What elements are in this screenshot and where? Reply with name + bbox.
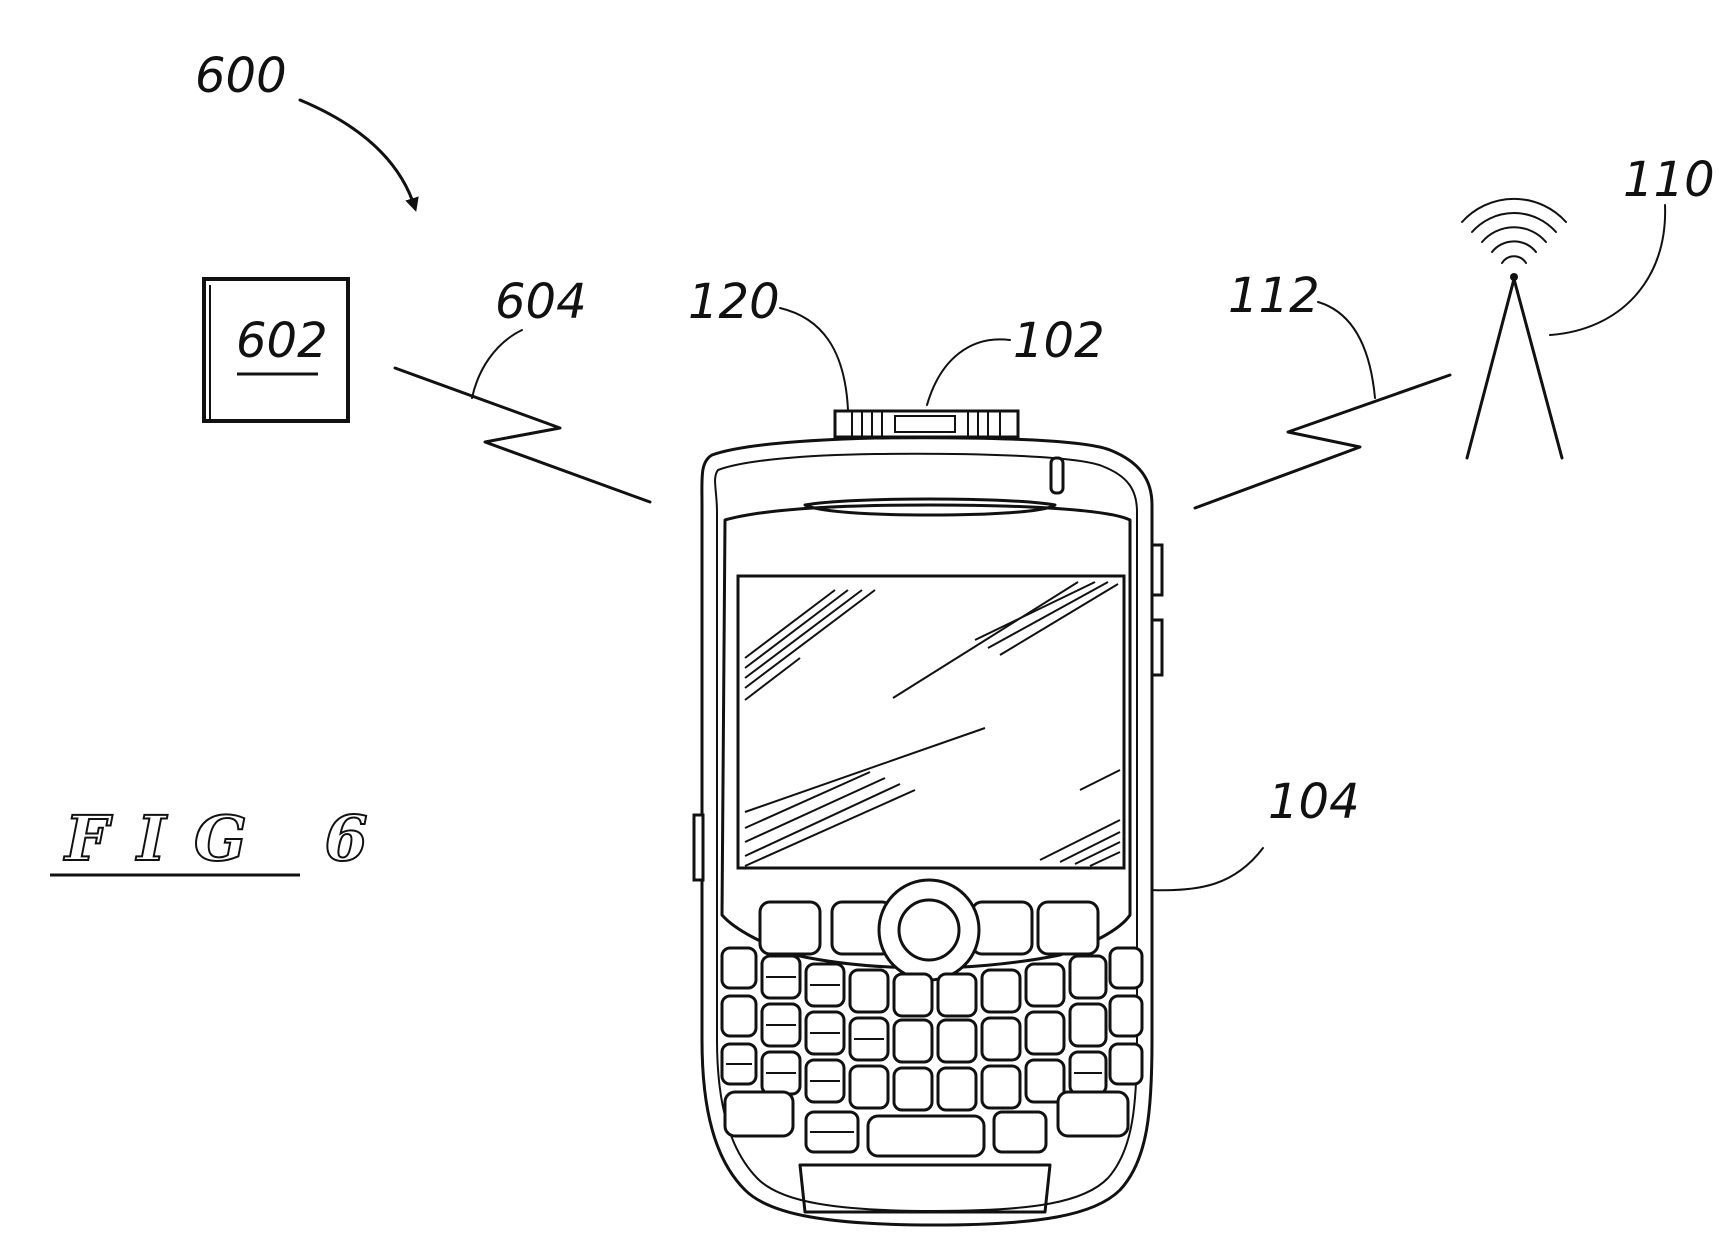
label-104-leader [1149,847,1264,892]
function-keys [758,900,1100,956]
label-602: 602 [236,313,328,369]
label-112: 112 [1228,268,1320,324]
wireless-link-112 [1193,373,1452,510]
bottom-slot [798,1163,1052,1214]
label-110-leader [1549,204,1667,336]
trackball [877,878,981,982]
tower-icon [1461,197,1567,460]
side-button-upper [1150,543,1164,597]
keyboard [720,946,1144,1158]
system-arrow [298,98,419,212]
label-604: 604 [495,274,587,330]
external-device-box: 602 [202,277,350,423]
label-104: 104 [1268,774,1360,830]
side-button-lower [1150,618,1164,677]
label-102: 102 [1013,313,1105,369]
speaker-slot [803,497,1057,517]
label-120: 120 [688,274,780,330]
mobile-device [692,409,1164,1227]
label-120-leader [779,307,849,411]
link-604-leader [471,329,523,399]
key-marks [726,976,1102,1133]
figure-caption: FIG 6 [50,801,396,877]
wireless-link-604 [393,366,652,504]
label-110: 110 [1623,152,1715,208]
side-button-left [692,813,705,882]
screen-glare [744,581,1121,867]
label-600: 600 [195,48,287,104]
top-accessory [833,409,1020,439]
label-102-leader [926,338,1011,406]
figure-caption-text: FIG 6 [63,802,396,875]
led-indicator [1049,456,1065,495]
label-112-leader [1317,301,1376,399]
